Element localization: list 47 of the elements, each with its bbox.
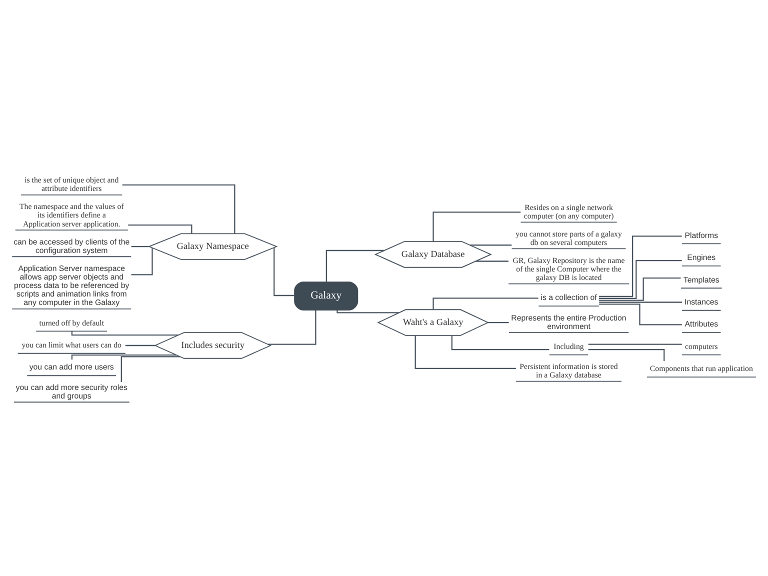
node-text: you can add more security roles and groups xyxy=(16,382,128,400)
node-text: Including xyxy=(554,341,584,350)
node-box: Galaxy xyxy=(294,281,358,310)
node-text: Resides on a single network computer (on any computer) xyxy=(524,202,614,220)
connector xyxy=(122,184,236,233)
node-text: computers xyxy=(684,341,718,350)
node-text: can be accessed by clients of the configuration system xyxy=(14,236,130,254)
connector xyxy=(488,321,509,323)
node-text: Templates xyxy=(683,274,720,284)
connector xyxy=(598,235,682,297)
node-text: is the set of unique object and attribute identifiers xyxy=(24,175,119,193)
connector xyxy=(71,330,178,336)
connector xyxy=(125,344,156,346)
node-text: Instances xyxy=(684,296,718,306)
connector xyxy=(599,301,682,302)
connector xyxy=(326,249,384,282)
node-text: is a collection of xyxy=(540,292,597,302)
node-text: you cannot store parts of a galaxy db on several computers xyxy=(516,228,622,246)
connector xyxy=(274,247,294,296)
connector xyxy=(588,343,682,344)
node-text: The namespace and the values of its identifiers define a Application server application. xyxy=(19,202,124,228)
connector xyxy=(414,335,516,368)
connector xyxy=(598,259,682,298)
connector xyxy=(128,224,192,234)
node-text: Platforms xyxy=(684,230,718,240)
node-text: Persistent information is stored in a Galaxy database xyxy=(520,362,618,380)
connector xyxy=(599,303,682,325)
connector xyxy=(336,310,400,313)
node-text: Represents the entire Production environment xyxy=(511,312,626,330)
node-text: Engines xyxy=(687,252,716,262)
connector xyxy=(120,356,180,382)
node-text: you can add more users xyxy=(29,362,114,372)
connector xyxy=(470,244,512,246)
node-text: Attributes xyxy=(684,319,718,328)
connector xyxy=(588,348,665,361)
node-text: Components that run application xyxy=(650,364,753,373)
node-text: Application Server namespace allows app server objects and process data to be referenced by scripts and animation links from any computer in the Galaxy xyxy=(14,263,130,307)
node-text: GR, Galaxy Repository is the name of the single Computer where the galaxy DB is located xyxy=(512,255,625,282)
connector xyxy=(131,248,153,275)
node-text: you can limit what users can do xyxy=(22,340,122,350)
connector xyxy=(71,354,176,360)
connector xyxy=(598,277,681,300)
node-text: turned off by default xyxy=(39,318,104,327)
connector xyxy=(131,245,149,247)
connector xyxy=(268,310,316,344)
connector xyxy=(476,260,508,262)
connector xyxy=(432,211,521,242)
